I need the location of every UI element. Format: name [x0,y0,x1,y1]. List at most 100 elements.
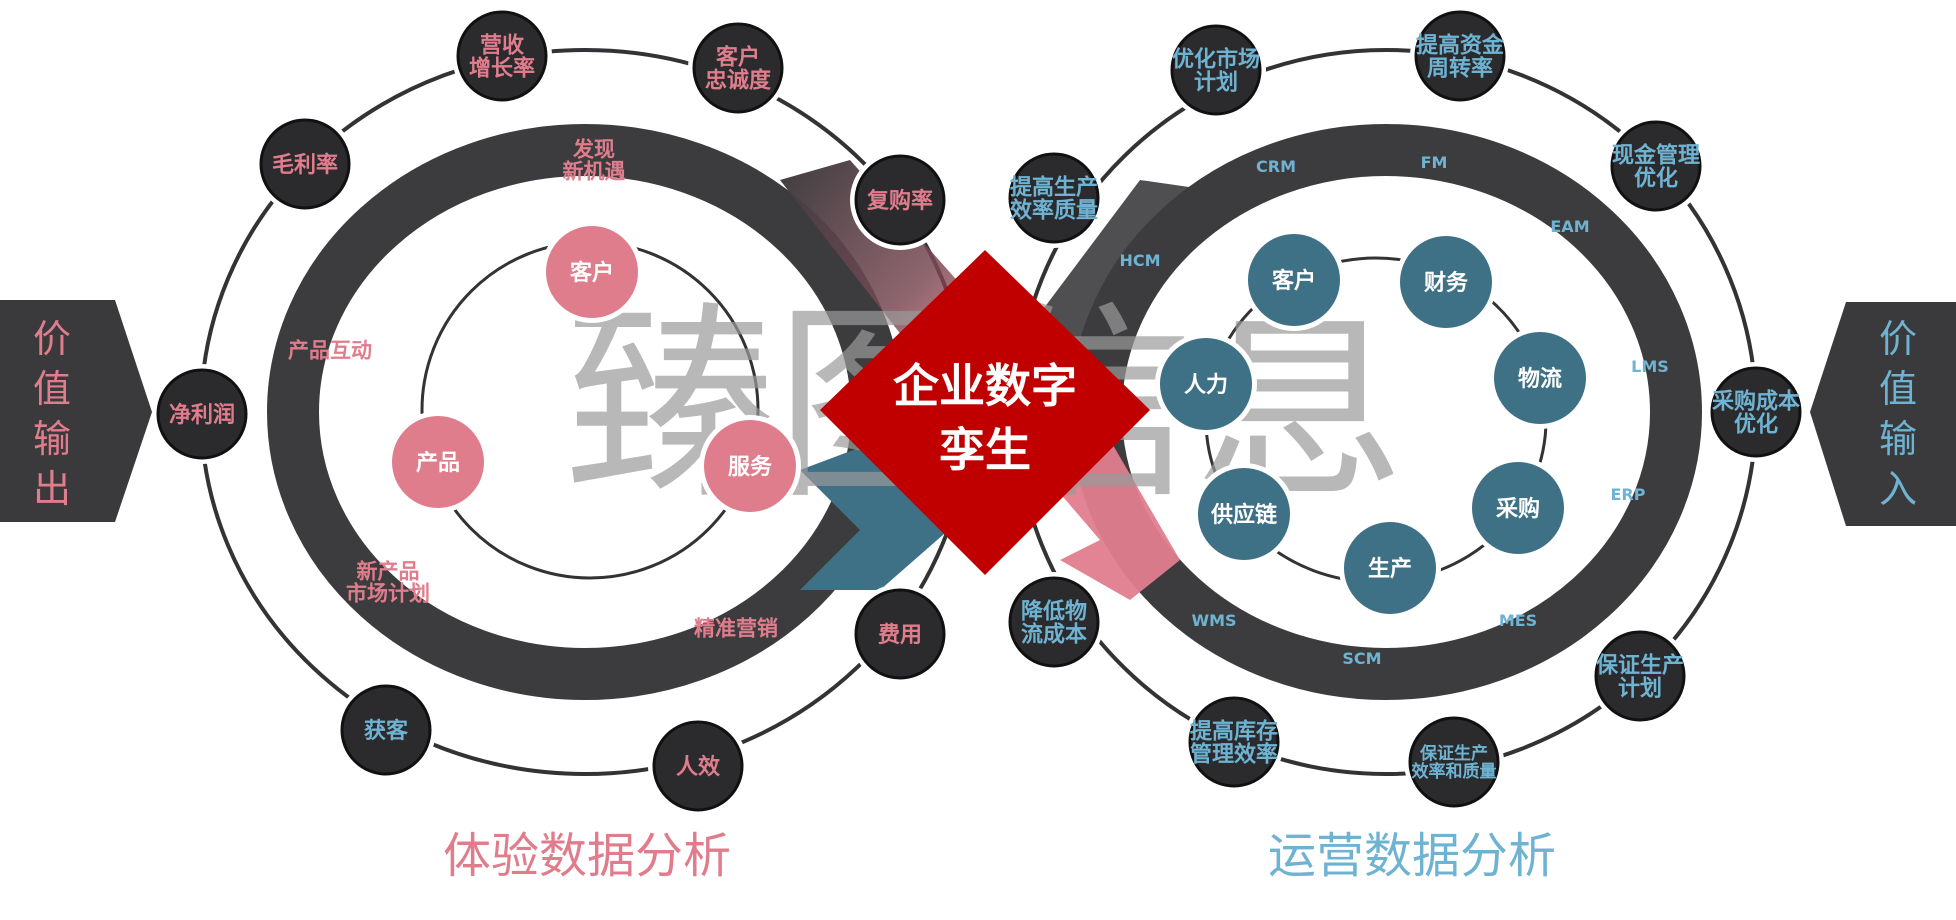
left-outer-node-label: 增长率 [469,55,535,81]
left-outer-node: 毛利率 [255,114,355,214]
node-circle [1400,236,1492,328]
right-loop-label: FM [1421,153,1448,172]
center-diamond: 企业数字 孪生 [820,250,1150,575]
node-circle [854,154,946,246]
right-inner-node-label: 物流 [1518,366,1562,392]
right-outer-node-label: 提高生产 [1010,174,1098,200]
right-inner-node: 客户 [1243,229,1345,331]
node-circle [392,416,484,508]
left-outer-node-label: 营收 [480,32,524,58]
right-inner-node: 采购 [1467,457,1569,559]
right-outer-node-label: 现金管理 [1612,142,1700,168]
node-circle [1160,338,1252,430]
right-outer-node-label: 管理效率 [1190,741,1278,767]
left-loop-label: 产品互动 [288,339,372,363]
left-loop-label: 新产品 [357,560,420,584]
center-title-line1: 企业数字 [893,359,1077,413]
left-tab-char: 输 [33,417,71,461]
right-outer-node-label: 流成本 [1021,621,1087,647]
left-tab-char: 价 [33,317,71,361]
right-loop-label: WMS [1191,611,1236,630]
node-circle [1594,630,1686,722]
left-outer-node-label: 客户 [716,44,760,70]
node-circle [704,420,796,512]
left-inner-node-label: 客户 [570,260,614,286]
left-outer-node: 复购率 [850,150,950,250]
right-outer-node-label: 提高资金 [1416,32,1505,58]
node-circle [259,118,351,210]
right-outer-node-label: 周转率 [1427,55,1493,81]
right-inner-node-label: 财务 [1424,271,1469,296]
right-loop-label: MES [1499,611,1537,630]
right-outer-node-label: 效率质量 [1010,197,1098,223]
left-outer-node-label: 净利润 [169,402,235,428]
right-inner-node: 物流 [1489,327,1591,429]
right-loop-label: ERP [1611,485,1646,504]
right-outer-node-label: 保证生产 [1419,743,1488,764]
node-circle [652,720,744,812]
node-circle [1248,234,1340,326]
left-inner-node-label: 产品 [416,451,460,476]
right-outer-node-label: 效率和质量 [1412,761,1497,782]
left-outer-node: 费用 [850,584,950,684]
left-inner-node: 客户 [541,221,643,323]
right-loop-label: SCM [1342,649,1381,668]
left-loop-label: 精准营销 [694,617,778,641]
right-loop-label: EAM [1550,217,1589,236]
right-outer-node-label: 优化市场 [1172,46,1260,72]
node-circle [1170,24,1262,116]
node-circle [1472,462,1564,554]
right-inner-node: 财务 [1395,231,1497,333]
node-circle [1414,10,1506,102]
node-circle [1610,120,1702,212]
left-outer-node: 获客 [336,680,436,780]
right-inner-node: 生产 [1339,517,1441,619]
right-inner-node-label: 供应链 [1210,502,1277,528]
left-side-tab [0,300,152,522]
right-inner-node: 供应链 [1193,463,1295,565]
node-circle [156,368,248,460]
node-circle [1408,716,1500,808]
left-tab-char: 值 [33,367,71,411]
left-inner-node: 产品 [387,411,489,513]
node-circle [1008,152,1100,244]
node-circle [1188,696,1280,788]
left-outer-node-label: 复购率 [866,188,933,214]
right-outer-node-label: 采购成本 [1712,388,1800,414]
right-inner-node-label: 人力 [1184,373,1228,398]
left-outer-node: 净利润 [152,364,252,464]
right-loop-label: HCM [1119,251,1160,270]
left-outer-node-label: 毛利率 [272,152,338,178]
right-outer-node-label: 优化 [1734,411,1778,437]
node-circle [1344,522,1436,614]
right-outer-node-label: 计划 [1194,70,1238,95]
right-tab-char: 值 [1879,367,1917,411]
left-outer-node-label: 人效 [676,754,720,780]
right-tab-char: 价 [1879,317,1917,361]
node-circle [1008,576,1100,668]
left-outer-node-label: 获客 [364,718,409,744]
right-loop-label: LMS [1631,357,1669,376]
left-inner-node: 服务 [699,415,801,517]
right-outer-node-label: 计划 [1618,676,1662,701]
right-inner-node-label: 客户 [1272,268,1316,294]
left-section-title: 体验数据分析 [443,828,731,884]
left-loop-label: 市场计划 [346,582,430,606]
node-circle [456,10,548,102]
